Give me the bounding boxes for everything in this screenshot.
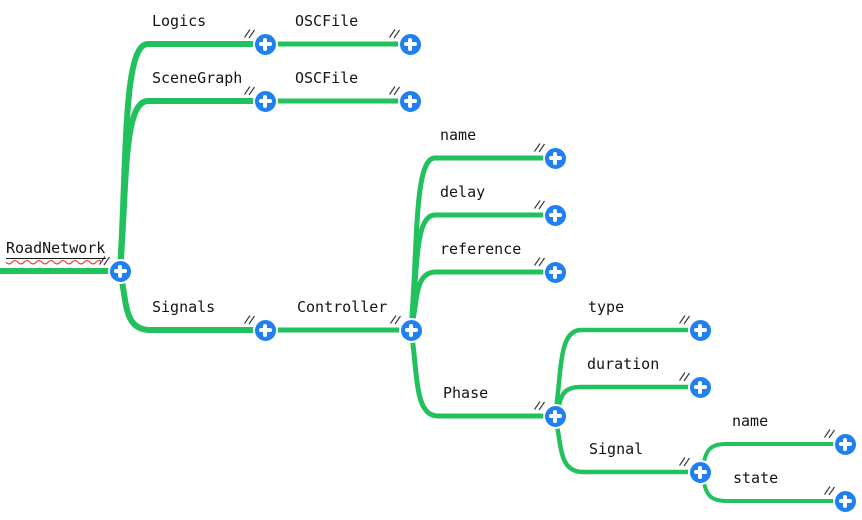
- node-label-controller-delay[interactable]: delay: [440, 183, 486, 201]
- node-handle-icon: [679, 315, 690, 325]
- add-child-button-signal-name[interactable]: [832, 431, 858, 457]
- node-label-signal-name[interactable]: name: [732, 412, 769, 430]
- branch-edge-phase: [408, 329, 555, 419]
- plus-icon: [263, 37, 267, 51]
- node-label-phase-duration[interactable]: duration: [587, 355, 660, 373]
- branch-edge-signal-name: [698, 442, 845, 473]
- plus-icon: [698, 323, 702, 337]
- add-child-button-controller-reference[interactable]: [542, 259, 568, 285]
- node-label-controller-reference[interactable]: reference: [440, 240, 522, 258]
- add-child-button-signal[interactable]: [687, 459, 713, 485]
- node-label-signals[interactable]: Signals: [152, 298, 216, 316]
- node-label-signal-state[interactable]: state: [733, 469, 779, 487]
- node-label-phase[interactable]: Phase: [443, 384, 489, 402]
- add-child-button-scenegraph-oscfile[interactable]: [397, 88, 423, 114]
- plus-icon: [118, 264, 122, 278]
- add-child-button-logics[interactable]: [252, 31, 278, 57]
- node-handle-icon: [679, 457, 690, 467]
- plus-icon: [553, 265, 557, 279]
- add-child-button-controller-name[interactable]: [542, 145, 568, 171]
- add-child-button-phase-type[interactable]: [687, 317, 713, 343]
- node-label-phase-type[interactable]: type: [588, 298, 625, 316]
- node-handle-icon: [244, 315, 255, 325]
- node-label-controller-name[interactable]: name: [440, 126, 477, 144]
- add-child-button-phase-duration[interactable]: [687, 374, 713, 400]
- plus-icon: [263, 94, 267, 108]
- add-child-button-logics-oscfile[interactable]: [397, 31, 423, 57]
- node-handle-icon: [390, 315, 401, 325]
- node-handle-icon: [389, 86, 400, 96]
- add-child-button-phase[interactable]: [542, 403, 568, 429]
- node-handle-icon: [244, 29, 255, 39]
- node-handle-icon: [824, 486, 835, 496]
- node-label-scenegraph[interactable]: SceneGraph: [152, 69, 243, 87]
- node-handle-icon: [244, 86, 255, 96]
- add-child-button-scenegraph[interactable]: [252, 88, 278, 114]
- node-label-controller[interactable]: Controller: [297, 298, 388, 316]
- add-child-button-signal-state[interactable]: [832, 488, 858, 514]
- node-handle-icon: [534, 257, 545, 267]
- node-handle-icon: [534, 143, 545, 153]
- plus-icon: [843, 494, 847, 508]
- node-handle-icon: [534, 200, 545, 210]
- branch-edge-controller-reference: [408, 269, 555, 331]
- add-child-button-controller-delay[interactable]: [542, 202, 568, 228]
- plus-icon: [553, 151, 557, 165]
- node-label-logics[interactable]: Logics: [152, 12, 207, 30]
- branch-edge-phase-duration: [552, 384, 700, 417]
- plus-icon: [408, 37, 412, 51]
- branch-edge-scenegraph: [117, 98, 265, 272]
- node-handle-icon: [389, 29, 400, 39]
- plus-icon: [843, 437, 847, 451]
- add-child-button-signals[interactable]: [252, 317, 278, 343]
- node-handle-icon: [824, 429, 835, 439]
- plus-icon: [698, 465, 702, 479]
- plus-icon: [409, 323, 413, 337]
- node-handle-icon: [534, 401, 545, 411]
- node-label-logics-oscfile[interactable]: OSCFile: [295, 12, 359, 30]
- plus-icon: [408, 94, 412, 108]
- add-child-button-controller[interactable]: [398, 317, 424, 343]
- plus-icon: [698, 380, 702, 394]
- node-label-roadnetwork[interactable]: RoadNetwork: [6, 239, 107, 259]
- node-label-signal[interactable]: Signal: [589, 440, 644, 458]
- branch-edge-phase-type: [552, 327, 700, 417]
- plus-icon: [263, 323, 267, 337]
- add-child-button-roadnetwork[interactable]: [107, 258, 133, 284]
- plus-icon: [553, 208, 557, 222]
- node-handle-icon: [679, 372, 690, 382]
- plus-icon: [553, 409, 557, 423]
- node-label-scenegraph-oscfile[interactable]: OSCFile: [295, 69, 359, 87]
